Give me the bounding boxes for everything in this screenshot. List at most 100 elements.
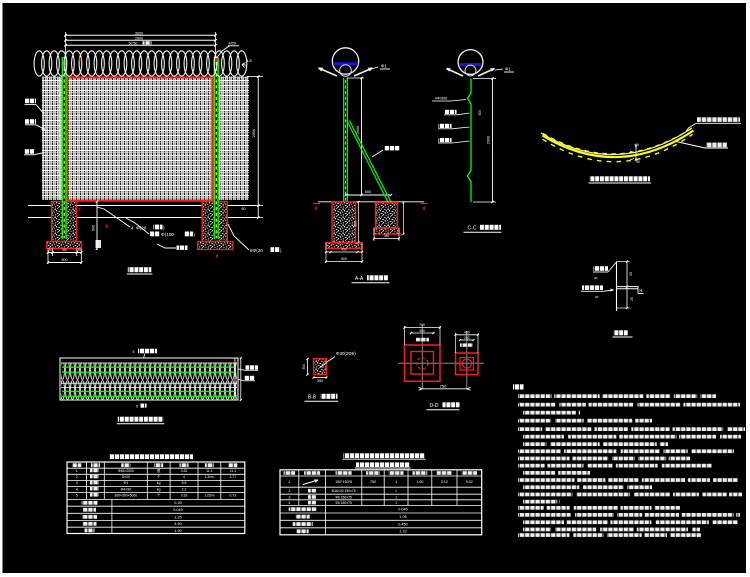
- svg-text:d: d: [314, 206, 317, 212]
- svg-text:kg: kg: [157, 481, 161, 485]
- svg-text:1: 1: [288, 480, 290, 484]
- svg-text:0.33: 0.33: [181, 469, 188, 473]
- svg-text:1: 1: [395, 489, 397, 493]
- svg-text:2000: 2000: [356, 126, 360, 134]
- svg-text:2000: 2000: [487, 136, 491, 144]
- svg-text:1: 1: [76, 469, 78, 473]
- svg-text:25: 25: [629, 272, 633, 276]
- svg-text:Φ1: Φ1: [505, 67, 511, 72]
- svg-text:150*150*5: 150*150*5: [335, 480, 352, 484]
- svg-text:): ): [280, 248, 282, 253]
- svg-text:600: 600: [365, 190, 371, 194]
- svg-text:25: 25: [630, 297, 634, 301]
- svg-text:Φ30(2Φ6): Φ30(2Φ6): [336, 351, 356, 356]
- svg-text:0.73: 0.73: [229, 493, 236, 497]
- svg-text:kg: kg: [157, 487, 161, 491]
- svg-text:1.3/m²: 1.3/m²: [205, 475, 215, 479]
- svg-text:1: 1: [395, 495, 397, 499]
- svg-text:2: 2: [76, 475, 78, 479]
- svg-text:20: 20: [639, 289, 643, 293]
- svg-text:Φ4×50: Φ4×50: [121, 487, 131, 491]
- svg-text:b: b: [105, 224, 108, 230]
- svg-text:2: 2: [288, 489, 290, 493]
- svg-text:b: b: [400, 232, 403, 237]
- svg-text:a: a: [216, 254, 219, 260]
- svg-text:350: 350: [302, 364, 306, 370]
- svg-text:2.2: 2.2: [182, 487, 187, 491]
- svg-text:个: 个: [157, 492, 161, 497]
- svg-text:11.1: 11.1: [206, 469, 212, 473]
- svg-text:3.77: 3.77: [229, 475, 236, 479]
- svg-text:B-B: B-B: [308, 395, 317, 401]
- svg-text:3: 3: [288, 495, 290, 499]
- svg-text:5.6: 5.6: [182, 481, 187, 485]
- svg-text:): ): [163, 226, 165, 231]
- svg-text:1.05: 1.05: [399, 515, 406, 519]
- svg-text:M16×30 150×75: M16×30 150×75: [332, 489, 356, 493]
- svg-text:0.33: 0.33: [181, 493, 188, 497]
- svg-text:4: 4: [131, 226, 134, 231]
- svg-text:5.02: 5.02: [466, 480, 473, 484]
- svg-text:4: 4: [76, 487, 78, 491]
- svg-text:50: 50: [242, 207, 246, 211]
- svg-text:0.049: 0.049: [173, 508, 183, 512]
- svg-text:2900: 2900: [135, 37, 143, 41]
- svg-text:2000: 2000: [252, 129, 256, 137]
- svg-text:4.50: 4.50: [174, 522, 181, 526]
- svg-text:1.90: 1.90: [416, 480, 423, 484]
- svg-text:700: 700: [419, 323, 425, 327]
- svg-text:A-A: A-A: [355, 276, 364, 282]
- svg-text:6Φ(20: 6Φ(20: [250, 248, 263, 253]
- svg-text:450: 450: [341, 247, 347, 251]
- svg-text:Φ6 150×75: Φ6 150×75: [335, 495, 352, 499]
- svg-text:c: c: [78, 56, 82, 63]
- svg-text:1: 1: [395, 501, 397, 505]
- svg-text:a: a: [221, 203, 224, 208]
- svg-text:个: 个: [157, 474, 161, 479]
- svg-text:Φ(100: Φ(100: [161, 232, 174, 237]
- svg-text:0.045: 0.045: [398, 508, 408, 512]
- svg-text:1: 1: [395, 480, 397, 484]
- svg-text:U×20: U×20: [122, 475, 130, 479]
- svg-text:750: 750: [440, 383, 447, 388]
- svg-text:50: 50: [635, 143, 639, 147]
- svg-text:4.5: 4.5: [246, 58, 252, 63]
- svg-text:500: 500: [92, 225, 96, 231]
- svg-text:5: 5: [133, 350, 135, 354]
- svg-text:0.450: 0.450: [398, 522, 408, 526]
- svg-text:350: 350: [317, 379, 323, 383]
- svg-text:25: 25: [48, 248, 52, 252]
- svg-text:1.22: 1.22: [399, 530, 406, 534]
- svg-text:Φ48×2000: Φ48×2000: [118, 469, 134, 473]
- svg-text:800: 800: [354, 221, 358, 227]
- svg-text:M20: M20: [229, 41, 238, 46]
- svg-text:C-C: C-C: [468, 226, 477, 232]
- svg-text:): ): [194, 232, 196, 237]
- svg-text:5: 5: [76, 493, 78, 497]
- svg-text:0.30: 0.30: [174, 501, 181, 505]
- svg-text:500: 500: [478, 110, 482, 116]
- svg-text:1.25/m: 1.25/m: [204, 493, 215, 497]
- svg-text:1.25: 1.25: [174, 515, 181, 519]
- svg-text:250: 250: [464, 336, 470, 340]
- svg-text:Φ6 150×75: Φ6 150×75: [335, 501, 352, 505]
- svg-text:d: d: [422, 206, 425, 212]
- svg-text:25: 25: [77, 248, 81, 252]
- svg-text:50*50: 50*50: [129, 41, 138, 45]
- svg-text:450: 450: [62, 248, 68, 252]
- svg-text:根: 根: [157, 468, 161, 473]
- svg-text:Φ1: Φ1: [381, 64, 387, 69]
- svg-text:500: 500: [341, 257, 347, 261]
- svg-text:1.90: 1.90: [174, 529, 181, 533]
- svg-text:Φ4: Φ4: [124, 481, 129, 485]
- svg-text:500: 500: [62, 258, 68, 262]
- svg-text:50: 50: [636, 160, 640, 164]
- svg-text:3000: 3000: [135, 31, 143, 35]
- svg-text:4Φ/300: 4Φ/300: [435, 97, 448, 101]
- svg-text:300×300×5000: 300×300×5000: [114, 493, 137, 497]
- svg-text:4: 4: [288, 501, 290, 505]
- svg-text:350: 350: [419, 329, 425, 333]
- svg-text:11.1: 11.1: [230, 469, 236, 473]
- svg-text:350: 350: [384, 234, 390, 238]
- svg-text:750: 750: [370, 480, 376, 484]
